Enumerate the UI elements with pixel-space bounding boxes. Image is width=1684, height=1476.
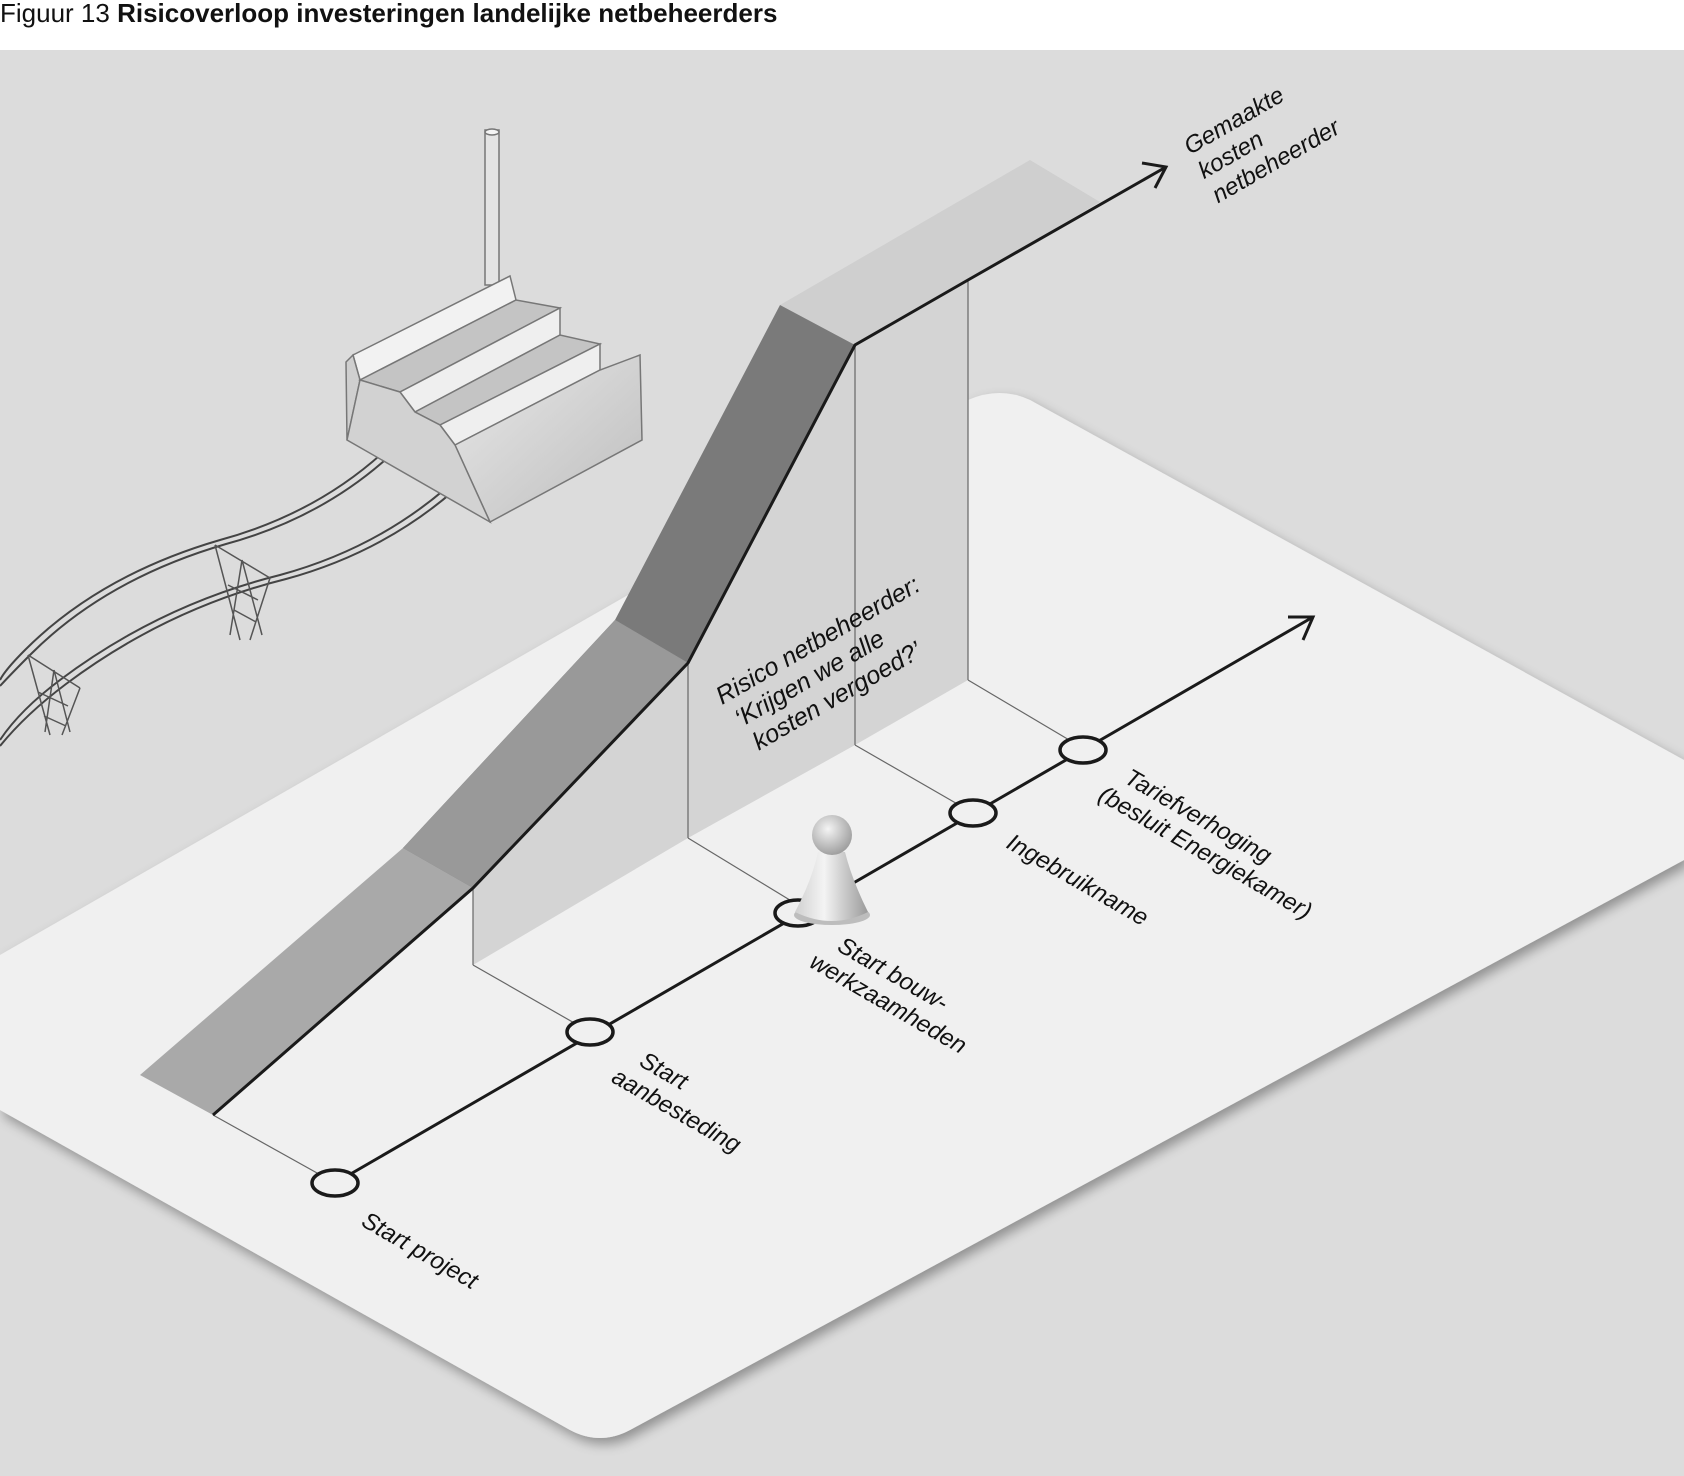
wall-segment: [855, 280, 968, 745]
power-pylon-icon: [214, 544, 271, 641]
wall-segment: [688, 345, 855, 838]
timeline: [310, 615, 1316, 1198]
figure-header: Figuur 13 Risicoverloop investeringen la…: [0, 0, 1684, 50]
timeline-arrow-icon: [1288, 615, 1316, 641]
wall-segment: [473, 663, 688, 965]
slope-face-mid: [615, 305, 855, 663]
milestone-marker: [565, 1017, 615, 1047]
game-pawn-icon: [794, 815, 870, 925]
figure-number: Figuur 13: [0, 0, 110, 28]
wall-top: [780, 160, 1100, 345]
milestone-marker: [1058, 735, 1108, 765]
slope-face-flat: [140, 848, 473, 1115]
power-pylon-icon: [27, 654, 81, 736]
cost-wall: [140, 160, 1169, 1184]
milestone-marker: [310, 1168, 360, 1198]
milestone-marker: [948, 798, 998, 828]
figure-title: Risicoverloop investeringen landelijke n…: [117, 0, 778, 28]
cost-arrow-icon: [1141, 161, 1169, 189]
cost-line: [212, 165, 1167, 1117]
factory-icon: [345, 128, 643, 524]
slope-face-mid2: [403, 620, 688, 888]
power-lines: [0, 431, 475, 747]
